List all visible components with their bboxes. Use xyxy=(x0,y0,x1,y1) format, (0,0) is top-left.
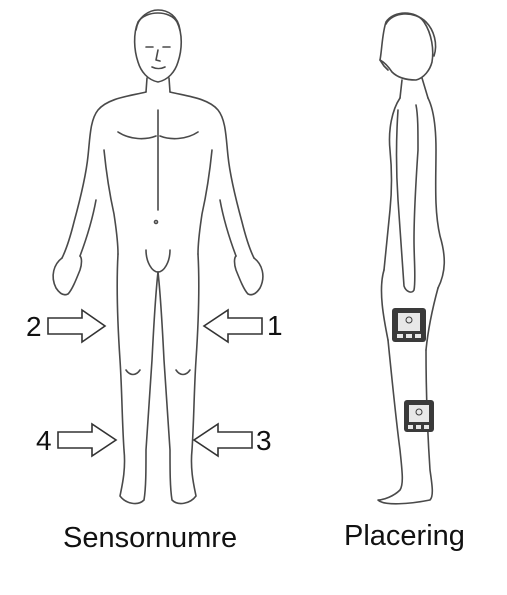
sensor-device-shin xyxy=(404,400,434,432)
arrow-4 xyxy=(58,424,116,456)
arrow-1 xyxy=(204,310,262,342)
caption-placement: Placering xyxy=(344,522,465,551)
front-body-figure xyxy=(53,10,263,503)
caption-sensor-numbers: Sensornumre xyxy=(63,524,237,553)
marker-label-2: 2 xyxy=(26,313,42,341)
marker-label-3: 3 xyxy=(256,427,272,455)
marker-label-1: 1 xyxy=(267,312,283,340)
arrow-2 xyxy=(48,310,105,342)
marker-label-4: 4 xyxy=(36,427,52,455)
arrow-3 xyxy=(194,424,252,456)
sensor-device-thigh xyxy=(392,308,426,342)
